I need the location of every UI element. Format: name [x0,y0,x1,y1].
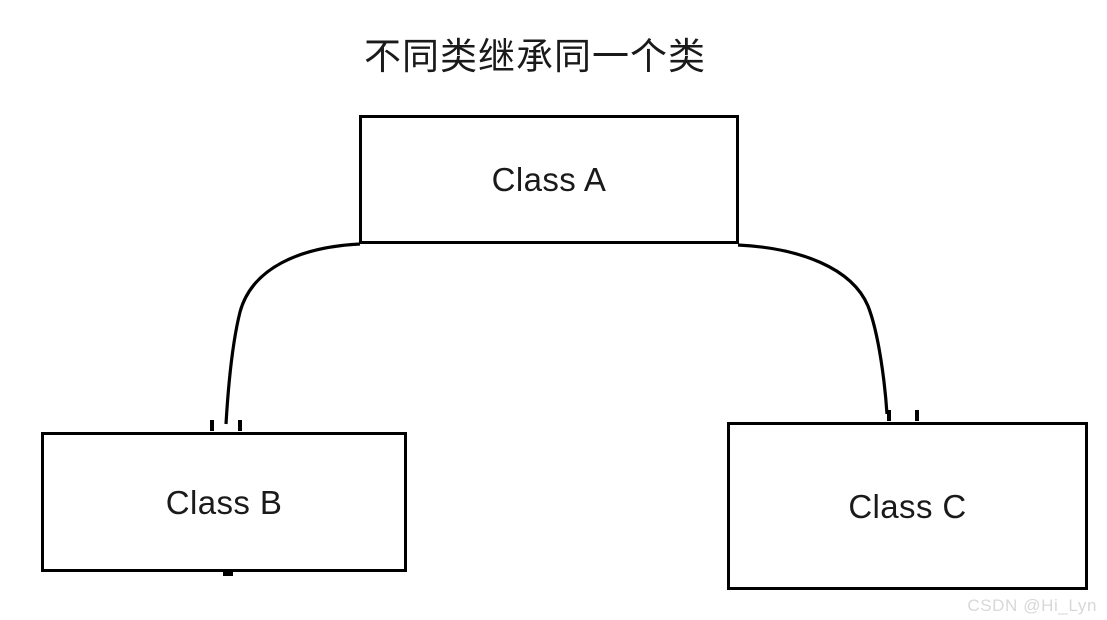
class-node-class-a[interactable]: Class A [359,115,739,244]
arrowhead-class-c [887,410,919,421]
watermark: CSDN @Hi_Lyn [967,596,1097,615]
bottom-tick-class-b [223,569,233,576]
class-node-label: Class B [165,483,283,521]
arrowhead-class-b [210,420,242,431]
edge-class-a-to-class-c [737,243,919,421]
edge-class-a-to-class-b [210,242,361,431]
diagram-title: 不同类继承同一个类 [364,36,706,77]
class-node-class-b[interactable]: Class B [41,432,407,572]
class-node-class-c[interactable]: Class C [727,422,1088,590]
class-node-label: Class C [848,487,967,525]
class-node-label: Class A [491,161,607,198]
